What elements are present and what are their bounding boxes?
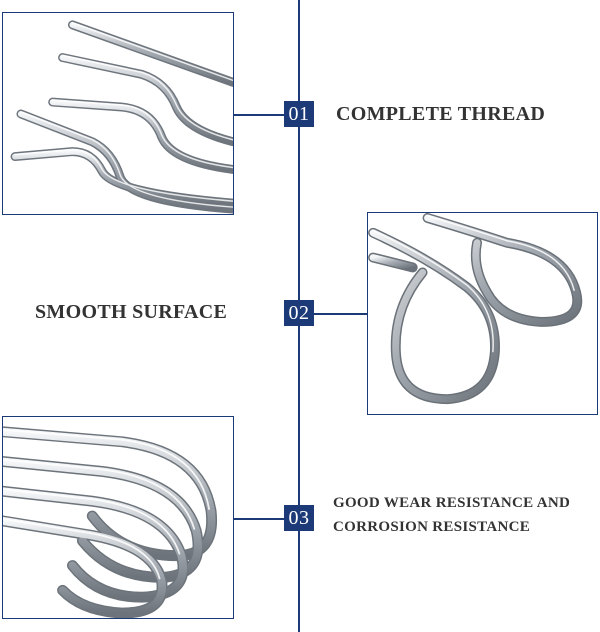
feature-title-02: SMOOTH SURFACE: [35, 301, 228, 323]
feature-title-01: COMPLETE THREAD: [336, 103, 546, 125]
feature-number-03: 03: [284, 505, 314, 531]
feature-number-01: 01: [284, 101, 314, 127]
product-image-hook-pins: [2, 416, 234, 619]
connector-02: [314, 313, 368, 315]
hook-pins-illustration: [3, 426, 218, 618]
feature-title-03-line2: CORROSION RESISTANCE: [333, 519, 531, 535]
product-image-loop-pins: [367, 212, 598, 415]
loop-pins-illustration: [368, 213, 583, 405]
connector-03: [234, 518, 284, 520]
feature-title-03-line1: GOOD WEAR RESISTANCE AND: [333, 495, 571, 511]
connector-01: [234, 114, 284, 116]
product-image-straight-pins: [2, 12, 234, 215]
straight-pins-illustration: [10, 20, 233, 214]
feature-number-02: 02: [284, 300, 314, 326]
